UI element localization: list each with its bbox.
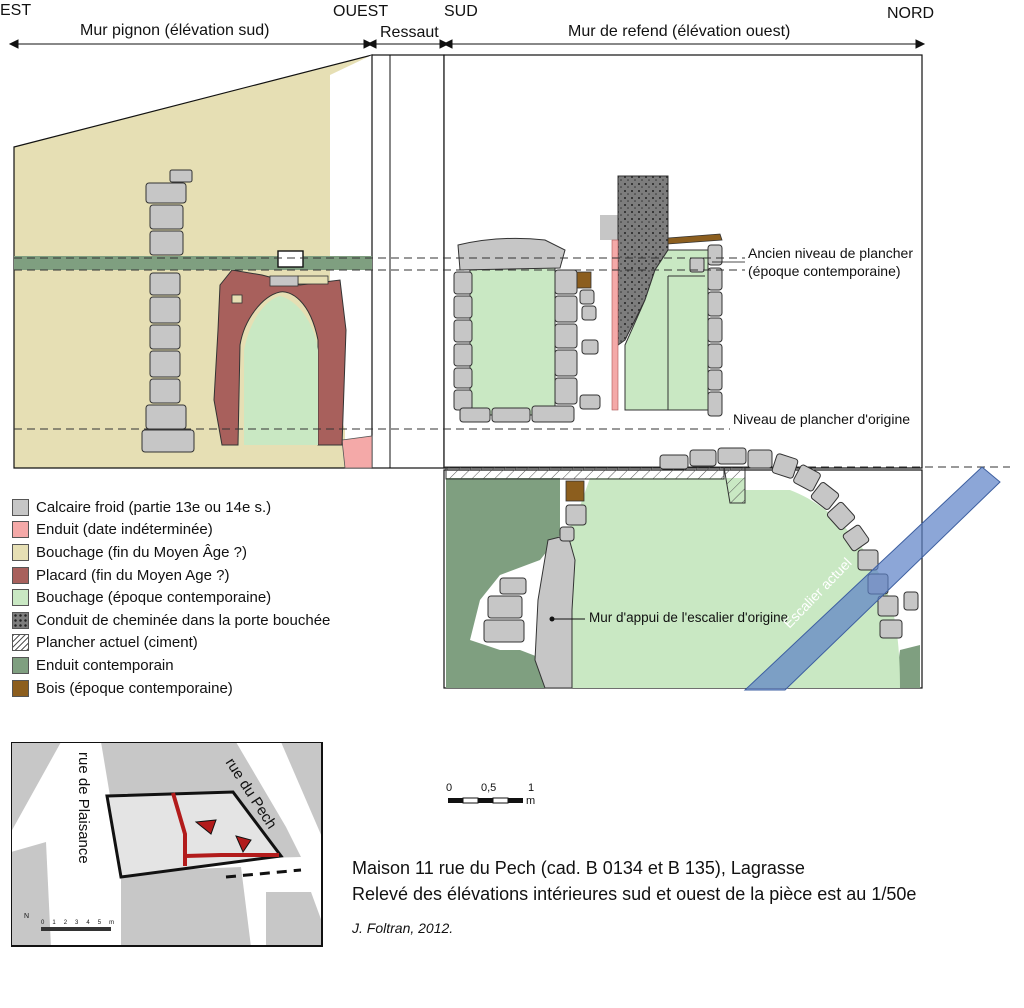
legend-item: Bouchage (fin du Moyen Âge ?) bbox=[12, 541, 330, 564]
label-sud: SUD bbox=[444, 3, 478, 20]
ressaut-area bbox=[371, 54, 445, 469]
legend-swatch bbox=[12, 589, 29, 607]
legend-swatch bbox=[12, 521, 29, 539]
placard bbox=[213, 269, 347, 446]
scale-tick-05: 0,5 bbox=[481, 782, 497, 794]
legend-swatch bbox=[12, 611, 29, 629]
legend-item: Enduit contemporain bbox=[12, 654, 330, 677]
legend-label: Enduit (date indéterminée) bbox=[36, 521, 213, 539]
refend-door-left bbox=[453, 237, 601, 423]
label-nord: NORD bbox=[887, 5, 935, 22]
legend-label: Bouchage (époque contemporaine) bbox=[36, 589, 272, 607]
legend-item: Enduit (date indéterminée) bbox=[12, 519, 330, 542]
caption-line1: Maison 11 rue du Pech (cad. B 0134 et B … bbox=[352, 858, 805, 878]
pignon-column bbox=[141, 169, 195, 453]
scale-bar bbox=[448, 797, 523, 804]
map-scale: 012345m bbox=[41, 920, 123, 926]
legend-item: Placard (fin du Moyen Age ?) bbox=[12, 564, 330, 587]
legend-label: Placard (fin du Moyen Age ?) bbox=[36, 566, 230, 584]
annotation-mur-appui: Mur d'appui de l'escalier d'origine bbox=[589, 610, 789, 625]
legend-swatch bbox=[12, 679, 29, 697]
annotation-ancien-niveau-1: Ancien niveau de plancher bbox=[748, 245, 914, 261]
elevation-drawing bbox=[8, 39, 1010, 691]
legend-label: Calcaire froid (partie 13e ou 14e s.) bbox=[36, 498, 272, 516]
header-arrows bbox=[8, 39, 926, 49]
annotation-niveau-origine: Niveau de plancher d'origine bbox=[733, 411, 911, 427]
stone-arc bbox=[483, 447, 919, 643]
label-mur-pignon: Mur pignon (élévation sud) bbox=[80, 22, 270, 39]
legend: Calcaire froid (partie 13e ou 14e s.) End… bbox=[12, 496, 330, 699]
legend-label: Enduit contemporain bbox=[36, 656, 174, 674]
legend-item: Bouchage (époque contemporaine) bbox=[12, 586, 330, 609]
refend-door-right bbox=[624, 233, 723, 417]
label-est: EST bbox=[0, 2, 32, 19]
legend-swatch bbox=[12, 543, 29, 561]
legend-swatch bbox=[12, 656, 29, 674]
legend-item: Calcaire froid (partie 13e ou 14e s.) bbox=[12, 496, 330, 519]
location-map bbox=[11, 742, 323, 947]
caption-author: J. Foltran, 2012. bbox=[352, 920, 454, 936]
label-ouest: OUEST bbox=[333, 3, 389, 20]
legend-label: Conduit de cheminée dans la porte bouché… bbox=[36, 611, 331, 629]
mur-appui bbox=[534, 534, 576, 689]
scale-tick-0: 0 bbox=[446, 782, 453, 794]
legend-label: Plancher actuel (ciment) bbox=[36, 634, 198, 652]
annotation-ancien-niveau-2: (époque contemporaine) bbox=[748, 263, 901, 279]
escalier-actuel bbox=[743, 466, 1001, 691]
caption-line2: Relevé des élévations intérieures sud et… bbox=[352, 884, 917, 904]
scale-tick-1: 1 bbox=[528, 782, 535, 794]
legend-item: Plancher actuel (ciment) bbox=[12, 632, 330, 655]
legend-label: Bois (époque contemporaine) bbox=[36, 679, 233, 697]
plancher-ciment bbox=[445, 466, 725, 480]
legend-swatch bbox=[12, 566, 29, 584]
map-rue-plaisance: rue de Plaisance bbox=[75, 752, 92, 864]
legend-item: Conduit de cheminée dans la porte bouché… bbox=[12, 609, 330, 632]
legend-swatch bbox=[12, 634, 29, 652]
label-mur-refend: Mur de refend (élévation ouest) bbox=[568, 23, 791, 40]
legend-item: Bois (époque contemporaine) bbox=[12, 677, 330, 700]
legend-swatch bbox=[12, 498, 29, 516]
label-ressaut: Ressaut bbox=[380, 24, 439, 41]
scale-unit: m bbox=[526, 795, 536, 807]
map-north: N bbox=[24, 913, 30, 920]
legend-label: Bouchage (fin du Moyen Âge ?) bbox=[36, 543, 247, 561]
